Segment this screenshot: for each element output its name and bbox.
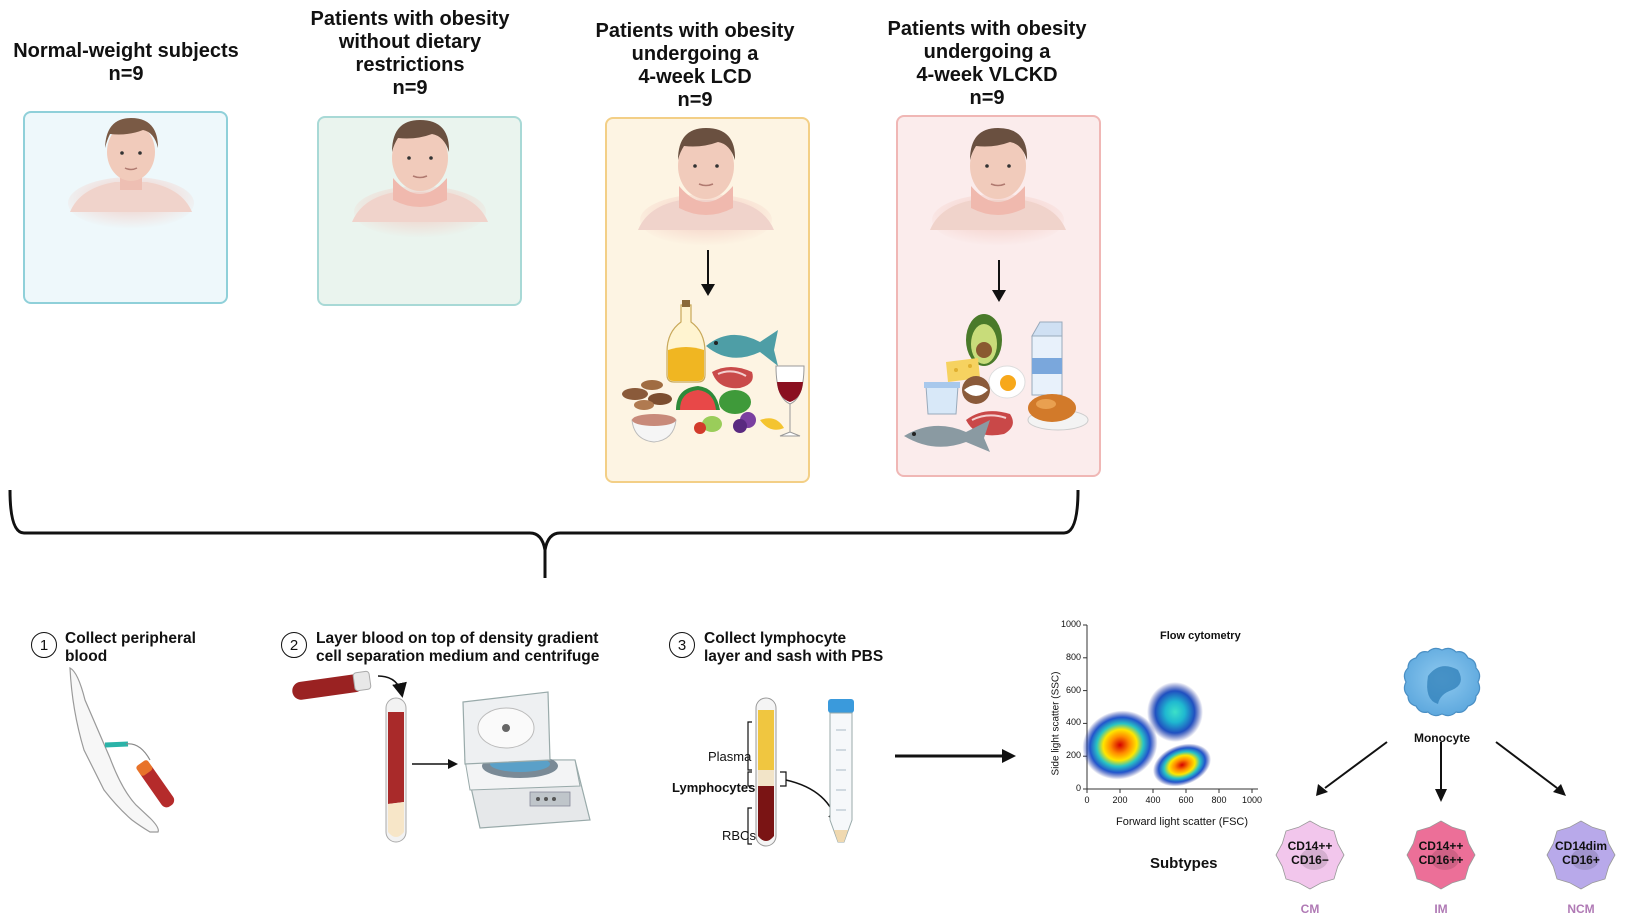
x-axis-ticks xyxy=(1086,789,1253,793)
ncm-cell-icon xyxy=(1546,820,1616,890)
x-tick-label: 400 xyxy=(1145,795,1161,805)
arrow-to-centrifuge-icon xyxy=(412,759,458,769)
centrifuge-icon xyxy=(462,691,591,829)
ncm-name: NCM xyxy=(1567,902,1595,916)
y-tick-label: 800 xyxy=(1065,651,1081,662)
arrow-to-flow-cytometry-icon xyxy=(895,749,1016,763)
y-tick-label: 600 xyxy=(1065,684,1081,695)
ncm-marker-label: CD14dim CD16+ xyxy=(1554,839,1607,867)
person-normal-weight-icon xyxy=(68,118,194,229)
cm-cell-icon xyxy=(1275,820,1345,890)
y-tick-label: 1000 xyxy=(1060,619,1081,629)
group-n: n=9 xyxy=(677,89,713,111)
person-obesity-vlckd-icon xyxy=(930,128,1066,246)
step-number-3: 3 xyxy=(669,632,695,658)
flow-cytometry-plot xyxy=(1082,624,1258,793)
vlckd-food-icon xyxy=(904,314,1089,452)
grouping-brace xyxy=(8,489,1080,578)
cm-marker-label: CD14++ CD16− xyxy=(1287,839,1333,867)
group-title-obesity-vlckd: Patients with obesity undergoing a 4-wee… xyxy=(870,18,1104,110)
lymphocytes-label: Lymphocytes xyxy=(672,780,756,795)
x-tick-label: 800 xyxy=(1211,795,1227,805)
y-tick-label: 400 xyxy=(1065,717,1081,728)
blood-tube-pouring-icon xyxy=(292,670,407,700)
separated-blood-tube-icon xyxy=(747,697,843,847)
im-marker-label: CD14++ CD16++ xyxy=(1418,839,1464,867)
flow-xlabel: Forward light scatter (FSC) xyxy=(1116,816,1249,828)
x-tick-label: 200 xyxy=(1112,795,1128,805)
im-cell-icon xyxy=(1406,820,1476,890)
plasma-label: Plasma xyxy=(708,749,752,764)
monocyte-label: Monocyte xyxy=(1413,731,1470,745)
population-monocytes xyxy=(1152,743,1212,787)
group-title-normal-weight: Normal-weight subjects n=9 xyxy=(6,40,246,86)
lcd-food-icon xyxy=(622,300,805,443)
down-arrow-icon xyxy=(992,260,1006,302)
rbcs-label: RBCs xyxy=(722,828,756,843)
step-1-text: Collect peripheral blood xyxy=(65,630,196,665)
x-tick-label: 0 xyxy=(1084,795,1090,805)
x-tick-label: 600 xyxy=(1178,795,1194,805)
arm-blood-draw-icon xyxy=(69,667,175,833)
step-3-text: Collect lymphocyte layer and sash with P… xyxy=(704,630,884,665)
im-name: IM xyxy=(1434,902,1448,916)
group-title-obesity-no-diet: Patients with obesity without dietary re… xyxy=(293,8,527,100)
arrow-to-im-icon xyxy=(1435,742,1447,802)
layered-tube-icon xyxy=(385,697,407,843)
population-granulocytes xyxy=(1147,682,1203,742)
group-title-obesity-lcd: Patients with obesity undergoing a 4-wee… xyxy=(578,20,812,112)
arrow-to-cm-icon xyxy=(1316,741,1388,796)
x-tick-label: 1000 xyxy=(1241,795,1263,805)
arrow-to-ncm-icon xyxy=(1495,741,1566,796)
step-number-1: 1 xyxy=(31,632,57,658)
down-arrow-icon xyxy=(701,250,715,296)
y-axis-ticks xyxy=(1083,624,1087,790)
falcon-tube-icon xyxy=(828,699,854,843)
monocyte-cell-icon xyxy=(1403,647,1481,717)
flow-cytometry-title: Flow cytometry xyxy=(1160,630,1241,642)
subtypes-label: Subtypes xyxy=(1150,855,1218,872)
group-n: n=9 xyxy=(392,77,428,99)
step-2-text: Layer blood on top of density gradient c… xyxy=(316,630,600,665)
group-n: n=9 xyxy=(108,63,144,85)
y-tick-label: 200 xyxy=(1065,750,1081,761)
step-number-2: 2 xyxy=(281,632,307,658)
group-n: n=9 xyxy=(969,87,1005,109)
cm-name: CM xyxy=(1300,902,1320,916)
population-lymphocytes xyxy=(1082,710,1158,780)
person-obesity-lcd-icon xyxy=(638,128,774,246)
person-obesity-no-diet-icon xyxy=(352,120,488,238)
y-tick-label: 0 xyxy=(1075,783,1081,793)
